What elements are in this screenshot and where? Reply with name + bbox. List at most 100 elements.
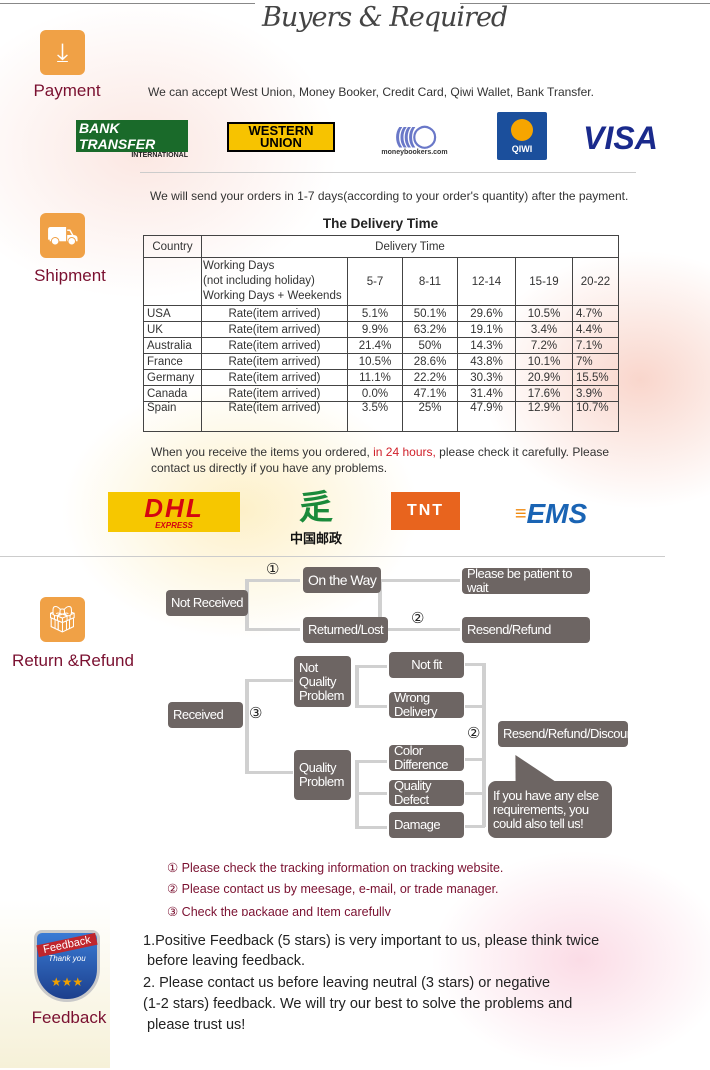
download-icon: ⤓ (40, 30, 85, 75)
rate-cell: 0.0% (347, 385, 403, 402)
resend-refund-discount-box: Resend/Refund/Discount (498, 721, 637, 747)
step-2-marker: ② (467, 725, 481, 742)
rate-cell: 15.5% (572, 369, 619, 386)
resend-refund-box: Resend/Refund (462, 617, 590, 643)
rate-cell: 22.2% (402, 369, 458, 386)
wrong-delivery-box: Wrong Delivery (389, 691, 464, 719)
stars-icon: ★★★ (50, 975, 84, 989)
step-1-marker: ① (266, 561, 280, 578)
qiwi-text: QIWI (511, 143, 533, 154)
damage-box: Damage (389, 812, 464, 838)
rate-cell: 5.1% (347, 305, 403, 322)
country-cell: UK (143, 321, 202, 338)
range-header: 15-19 (515, 257, 573, 306)
else-requirements-bubble: If you have any else requirements, you c… (488, 781, 612, 838)
divider (0, 556, 665, 557)
table-title: The Delivery Time (322, 216, 439, 231)
shipment-label: Shipment (34, 266, 106, 285)
rate-label-cell: Rate(item arrived) (201, 321, 348, 338)
rate-cell: 50% (402, 337, 458, 354)
rate-cell: 10.1% (515, 353, 573, 370)
quality-defect-box: Quality Defect (389, 779, 464, 807)
country-cell: USA (143, 305, 202, 322)
range-header: 8-11 (402, 257, 458, 306)
working-days-label: Working Days (not including holiday) Worki… (201, 257, 348, 306)
page-title: Buyers & Required (262, 2, 508, 33)
qiwi-logo: QIWI (497, 112, 547, 160)
truck-icon: ⛟ (40, 213, 85, 258)
rate-cell: 3.4% (515, 321, 573, 338)
rate-cell: 31.4% (457, 385, 516, 402)
divider (140, 172, 636, 173)
rate-label-cell: Rate(item arrived) (201, 353, 348, 370)
bank-transfer-text: BANK TRANSFER (76, 119, 188, 152)
rate-cell: 4.7% (572, 305, 619, 322)
rate-cell: 63.2% (402, 321, 458, 338)
china-post-logo: ⾡ 中国邮政 (289, 488, 342, 546)
gift-icon: 🎁︎ (40, 597, 85, 642)
wd-line: Working Days (203, 260, 275, 272)
country-header: Country (143, 235, 202, 258)
receive-highlight: in 24 hours, (373, 445, 436, 459)
feedback-line: 1.Positive Feedback (5 stars) is very im… (143, 933, 600, 949)
not-received-box: Not Received (166, 590, 249, 616)
rate-cell: 19.1% (457, 321, 516, 338)
bank-transfer-logo: BANK TRANSFER INTERNATIONAL (76, 119, 188, 159)
payment-text: We can accept West Union, Money Booker, … (148, 85, 594, 99)
ems-text: EMS (526, 498, 588, 529)
rate-label-cell: Rate(item arrived) (201, 401, 348, 432)
patient-box: Please be patient to wait (462, 567, 590, 595)
dhl-text: DHL (144, 492, 204, 523)
rate-label-cell: Rate(item arrived) (201, 305, 348, 322)
rate-cell: 4.4% (572, 321, 619, 338)
visa-logo: VISA (583, 119, 658, 156)
rate-cell: 17.6% (515, 385, 573, 402)
rate-cell: 10.7% (572, 401, 619, 432)
rate-cell: 14.3% (457, 337, 516, 354)
rate-cell: 10.5% (347, 353, 403, 370)
feedback-line: before leaving feedback. (147, 953, 305, 969)
header-line-right (460, 3, 710, 4)
rate-label-cell: Rate(item arrived) (201, 385, 348, 402)
feedback-line: 2. Please contact us before leaving neut… (143, 975, 551, 991)
rate-label-cell: Rate(item arrived) (201, 369, 348, 386)
rate-cell: 7.1% (572, 337, 619, 354)
wd-line: (not including holiday) (203, 275, 315, 287)
country-cell: Australia (143, 337, 202, 354)
rate-cell: 28.6% (402, 353, 458, 370)
feedback-line: please trust us! (147, 1017, 246, 1033)
rate-cell: 7.2% (515, 337, 573, 354)
rate-cell: 3.5% (347, 401, 403, 432)
range-header: 20-22 (572, 257, 619, 306)
note-2: ② Please contact us by meesage, e-mail, … (167, 882, 499, 896)
wd-line: Working Days + Weekends (203, 290, 342, 302)
china-post-text: 中国邮政 (289, 530, 342, 546)
rate-cell: 47.1% (402, 385, 458, 402)
rate-cell: 10.5% (515, 305, 573, 322)
rate-cell: 30.3% (457, 369, 516, 386)
step-2-marker: ② (411, 610, 425, 627)
rate-label-cell: Rate(item arrived) (201, 337, 348, 354)
quality-box: Quality Problem (294, 750, 351, 800)
rate-cell: 29.6% (457, 305, 516, 322)
shipment-text: We will send your orders in 1-7 days(acc… (150, 189, 629, 203)
rate-cell: 20.9% (515, 369, 573, 386)
receive-text: When you receive the items you ordered, … (151, 444, 621, 476)
range-header: 5-7 (347, 257, 403, 306)
not-fit-box: Not fit (389, 652, 464, 678)
refund-label: Return &Refund (12, 651, 134, 670)
range-header: 12-14 (457, 257, 516, 306)
rate-cell: 11.1% (347, 369, 403, 386)
moneybookers-logo: ((((◯ moneybookers.com (381, 122, 448, 156)
rate-cell: 50.1% (402, 305, 458, 322)
header-line-left (0, 3, 255, 4)
ems-logo: ≡EMS (514, 498, 588, 529)
